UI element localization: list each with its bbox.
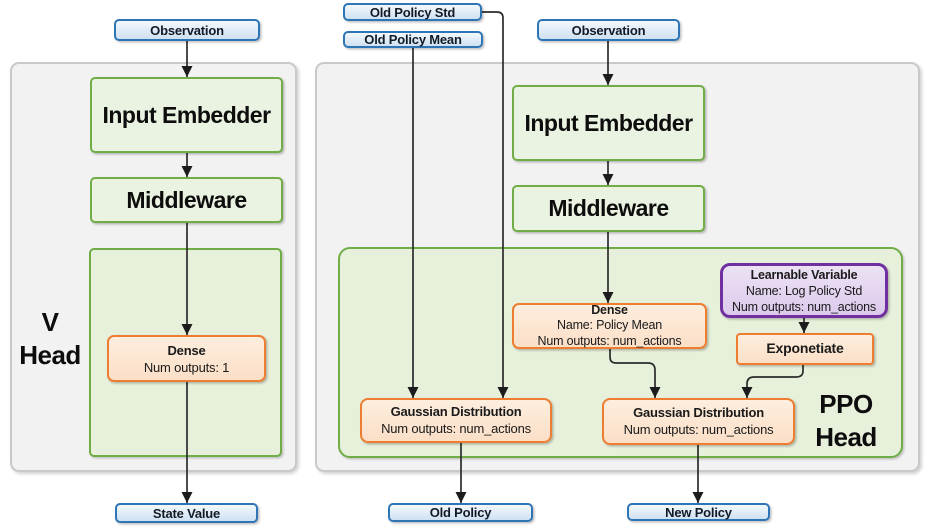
gaussian-old-title: Gaussian Distribution bbox=[390, 404, 522, 419]
dense-title-v: Dense bbox=[167, 342, 206, 358]
input-embedder-label-ppo: Input Embedder bbox=[524, 109, 693, 136]
observation-node-v: Observation bbox=[114, 19, 260, 41]
ppo-head-label-line1: PPO bbox=[819, 389, 873, 419]
v-head-label-line2: Head bbox=[19, 340, 81, 370]
gaussian-distribution-node-old: Gaussian Distribution Num outputs: num_a… bbox=[360, 398, 552, 443]
input-embedder-node-v: Input Embedder bbox=[90, 77, 283, 153]
dense-title-ppo: Dense bbox=[591, 302, 628, 317]
middleware-label-ppo: Middleware bbox=[548, 195, 669, 221]
old-policy-mean-node: Old Policy Mean bbox=[343, 31, 483, 48]
arrow-dense-to-gaussian-new bbox=[609, 349, 661, 398]
ppo-head-label-line2: Head bbox=[815, 422, 877, 452]
learnable-variable-title: Learnable Variable bbox=[750, 267, 858, 282]
middleware-label-v: Middleware bbox=[126, 186, 247, 213]
state-value-label: State Value bbox=[152, 505, 221, 521]
learnable-variable-node: Learnable Variable Name: Log Policy Std … bbox=[720, 263, 888, 318]
observation-label-v: Observation bbox=[150, 22, 224, 38]
input-embedder-label-v: Input Embedder bbox=[102, 101, 271, 128]
old-policy-mean-label: Old Policy Mean bbox=[364, 32, 462, 47]
old-policy-std-node: Old Policy Std bbox=[343, 3, 482, 21]
dense-node-ppo: Dense Name: Policy Mean Num outputs: num… bbox=[512, 303, 707, 349]
exponetiate-node: Exponetiate bbox=[736, 333, 874, 365]
arrow-exponetiate-to-gaussian-new bbox=[741, 365, 804, 398]
dense-node-v: Dense Num outputs: 1 bbox=[107, 335, 266, 382]
v-head-label-line1: V bbox=[41, 307, 59, 337]
gaussian-old-outputs: Num outputs: num_actions bbox=[381, 420, 531, 436]
dense-outputs-v: Num outputs: 1 bbox=[143, 359, 230, 375]
learnable-variable-outputs: Num outputs: num_actions bbox=[732, 299, 876, 314]
old-policy-label: Old Policy bbox=[429, 505, 492, 520]
dense-outputs-ppo: Num outputs: num_actions bbox=[537, 333, 682, 348]
observation-label-ppo: Observation bbox=[571, 22, 646, 38]
exponetiate-label: Exponetiate bbox=[766, 340, 844, 357]
new-policy-label: New Policy bbox=[665, 504, 732, 520]
old-policy-std-label: Old Policy Std bbox=[369, 4, 456, 20]
middleware-node-v: Middleware bbox=[90, 177, 283, 223]
v-head-label: V Head bbox=[8, 306, 92, 372]
arrow-old-policy-std-to-gaussian-old bbox=[482, 11, 509, 398]
middleware-node-ppo: Middleware bbox=[512, 185, 705, 232]
gaussian-new-title: Gaussian Distribution bbox=[633, 405, 764, 420]
state-value-node: State Value bbox=[115, 503, 258, 523]
new-policy-node: New Policy bbox=[627, 503, 770, 521]
dense-name-ppo: Name: Policy Mean bbox=[557, 318, 662, 333]
ppo-head-label: PPO Head bbox=[800, 388, 892, 454]
gaussian-new-outputs: Num outputs: num_actions bbox=[623, 421, 774, 437]
learnable-variable-name: Name: Log Policy Std bbox=[745, 283, 863, 298]
old-policy-node: Old Policy bbox=[388, 503, 533, 522]
input-embedder-node-ppo: Input Embedder bbox=[512, 85, 705, 161]
gaussian-distribution-node-new: Gaussian Distribution Num outputs: num_a… bbox=[602, 398, 795, 445]
observation-node-ppo: Observation bbox=[537, 19, 680, 41]
